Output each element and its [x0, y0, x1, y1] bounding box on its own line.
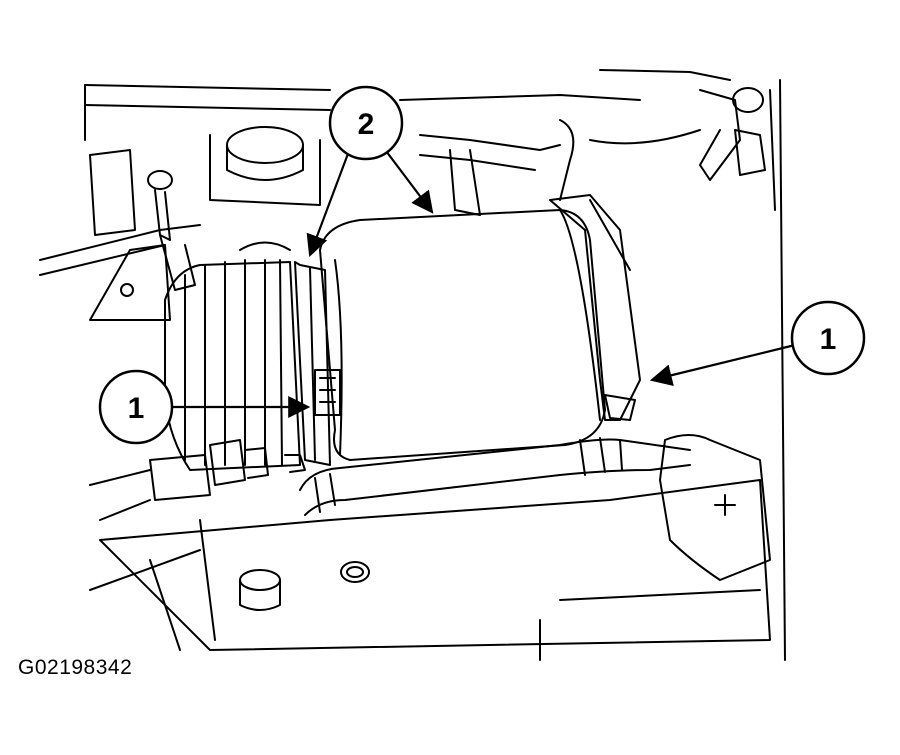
lower-bolt	[239, 569, 281, 591]
left-bracket	[89, 149, 136, 236]
callout-circle-2	[328, 85, 404, 161]
air-cleaner-body	[319, 209, 606, 461]
callout-circle-1-left	[98, 369, 174, 445]
figure-id: G02198342	[18, 656, 133, 679]
callout-circle-1-right	[790, 300, 866, 376]
upper-hose	[419, 134, 561, 151]
clamp-band-left	[294, 261, 331, 466]
callout-number-2: 2	[358, 108, 375, 141]
leader-line-1-right	[649, 343, 796, 386]
battery-tray	[99, 479, 771, 651]
reservoir-cap	[226, 126, 304, 164]
wire-connector	[209, 439, 246, 486]
hood-frame-line	[84, 84, 331, 91]
leader-line-2b	[379, 142, 434, 214]
callout-number-1-left: 1	[128, 392, 145, 425]
battery-terminal	[659, 434, 771, 581]
lower-tube	[299, 438, 691, 491]
callout-number-1-right: 1	[820, 323, 837, 356]
leader-line-2a	[306, 142, 354, 258]
